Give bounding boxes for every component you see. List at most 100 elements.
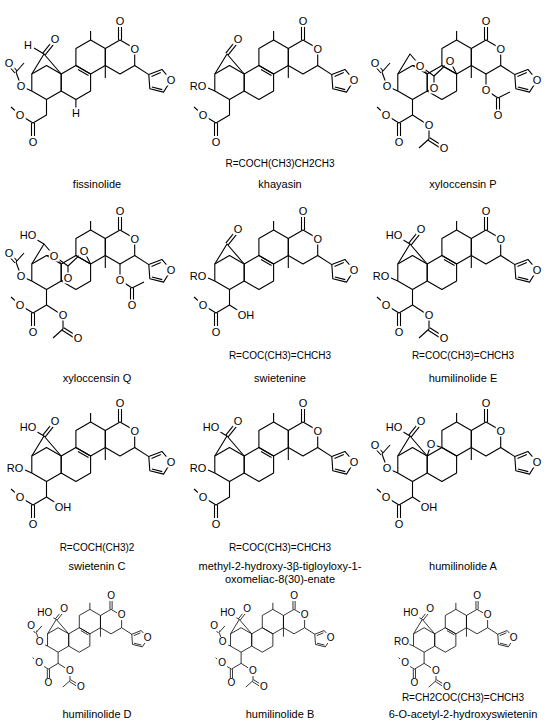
substituent-note: R=COC(CH3)=CHCH3 — [185, 350, 375, 362]
structure-fragment — [81, 631, 89, 635]
atom-label: HO — [402, 608, 419, 618]
atom-label: O — [394, 327, 405, 338]
atom-label: O — [429, 83, 440, 94]
atom-label: O — [50, 34, 61, 45]
atom-label: O — [106, 591, 116, 601]
atom-label: O — [58, 310, 69, 321]
molecule-structure — [9, 217, 171, 338]
compound-name: methyl-2-hydroxy-3β-tigloyloxy-1-oxomeli… — [185, 560, 375, 585]
atom-label: O — [129, 425, 140, 436]
atom-label: O — [166, 457, 177, 468]
atom-label: RO — [189, 81, 208, 92]
molecule-structure — [194, 217, 354, 326]
structure-fragment — [261, 452, 272, 458]
atom-label: O — [370, 440, 381, 451]
atom-label: O — [15, 110, 26, 121]
atom-label: O — [481, 16, 492, 27]
atom-label: O — [532, 457, 543, 468]
atom-label: O — [15, 300, 26, 311]
structure-fragment — [43, 425, 53, 437]
atom-label: O — [166, 265, 177, 276]
molecule-structure — [9, 27, 171, 136]
atom-label: O — [4, 248, 15, 259]
atom-label: O — [442, 682, 452, 692]
structure-fragment — [399, 600, 514, 678]
structure-fragment — [208, 278, 215, 281]
atom-label: O — [15, 492, 26, 503]
atom-label: O — [481, 206, 492, 217]
atom-label: O — [211, 519, 222, 530]
atom-label: O — [28, 137, 39, 148]
atom-label: O — [416, 416, 427, 427]
atom-label: O — [35, 637, 45, 647]
compound-name: fissinolide — [2, 178, 192, 191]
atom-label: O — [129, 233, 140, 244]
molecule-structure — [194, 27, 354, 136]
structure-fragment — [194, 409, 354, 518]
atom-label: OH — [237, 310, 256, 321]
atom-label: O — [382, 463, 393, 474]
atom-label: O — [532, 75, 543, 86]
atom-label: HO — [202, 422, 221, 433]
atom-label: O — [493, 110, 504, 121]
atom-label: O — [166, 75, 177, 86]
compound-name: humilinolide D — [2, 708, 192, 721]
atom-label: O — [198, 300, 209, 311]
structure-fragment — [208, 470, 215, 473]
atom-label: O — [424, 120, 435, 131]
atom-label: O — [381, 110, 392, 121]
atom-label: O — [394, 137, 405, 148]
structure-fragment — [226, 425, 236, 437]
atom-label: O — [117, 610, 127, 620]
atom-label: O — [481, 398, 492, 409]
atom-label: O — [439, 333, 450, 344]
structure-fragment — [391, 278, 398, 281]
structure-fragment — [78, 452, 89, 458]
molecule-structure — [375, 27, 537, 148]
atom-label: H — [23, 40, 33, 51]
atom-label: O — [289, 591, 299, 601]
compound-name: xyloccensin P — [368, 178, 550, 191]
compound-name: swietenin C — [2, 560, 192, 573]
compound-name: swietenine — [185, 372, 375, 385]
atom-label: O — [312, 425, 323, 436]
atom-label: O — [312, 43, 323, 54]
structure-fragment — [444, 260, 455, 266]
atom-label: O — [143, 633, 153, 643]
compound-name: khayasin — [185, 178, 375, 191]
structure-fragment — [43, 43, 53, 55]
atom-label: O — [495, 425, 506, 436]
structure-fragment — [447, 631, 455, 635]
structure-fragment — [377, 27, 537, 136]
structure-fragment — [226, 233, 236, 245]
atom-label: O — [298, 16, 309, 27]
atom-label: O — [381, 300, 392, 311]
atom-label: O — [370, 58, 381, 69]
substituent-note: R=COC(CH3)=CHCH3 — [368, 350, 550, 362]
atom-label: O — [349, 75, 360, 86]
structure-fragment — [261, 70, 272, 76]
atom-label: O — [439, 143, 450, 154]
molecule-structure — [399, 600, 514, 687]
structure-fragment — [33, 600, 148, 678]
molecule-structure — [194, 409, 354, 518]
atom-label: O — [79, 246, 90, 257]
structure-fragment — [25, 470, 32, 473]
atom-label: O — [424, 310, 435, 321]
compound-name: 6-O-acetyl-2-hydroxyswietenin — [368, 708, 550, 721]
atom-label: O — [65, 666, 75, 676]
molecule-structure — [214, 600, 331, 687]
atom-label: O — [382, 81, 393, 92]
atom-label: O — [415, 61, 426, 72]
molecule-structure — [375, 409, 537, 518]
atom-label: O — [483, 610, 493, 620]
atom-label: O — [394, 519, 405, 530]
atom-label: O — [129, 43, 140, 54]
structure-fragment — [409, 233, 419, 245]
atom-label: O — [495, 233, 506, 244]
compound-name: xyloccensin Q — [2, 372, 192, 385]
atom-label: O — [298, 206, 309, 217]
structure-fragment — [11, 409, 171, 518]
